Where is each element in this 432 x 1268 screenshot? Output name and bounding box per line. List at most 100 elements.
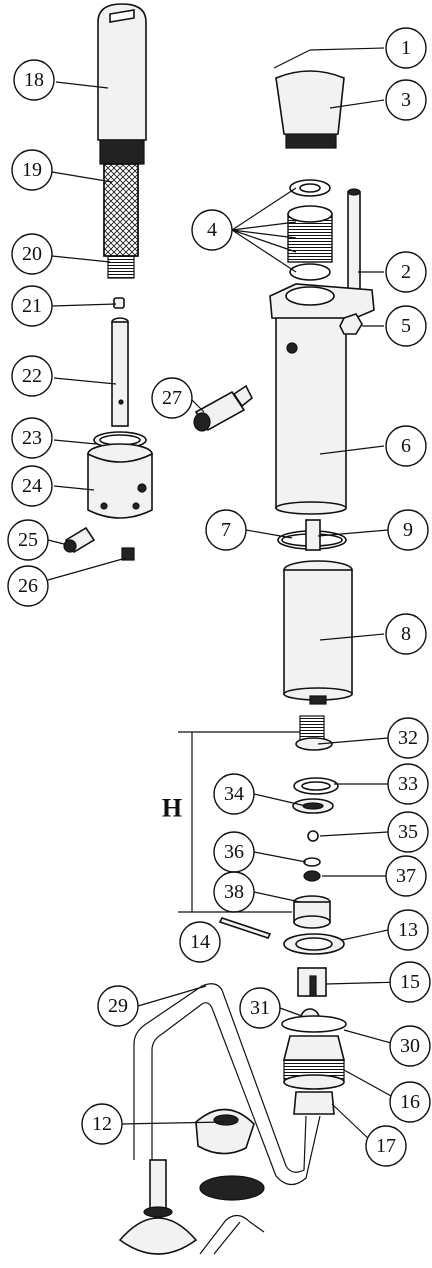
callout-17: 17 <box>365 1125 407 1167</box>
svg-text:9: 9 <box>403 519 413 541</box>
part-38 <box>293 895 331 929</box>
part-clip <box>199 1214 265 1255</box>
callout-23: 23 <box>11 417 53 459</box>
svg-text:12: 12 <box>92 1113 112 1135</box>
svg-text:37: 37 <box>396 865 416 887</box>
part-4-seals <box>287 179 333 281</box>
part-12-fitting <box>195 1108 255 1155</box>
callout-15: 15 <box>389 961 431 1003</box>
part-25-fitting <box>63 526 96 554</box>
part-1-pin <box>273 49 311 69</box>
callout-24: 24 <box>11 465 53 507</box>
part-21-screw <box>113 297 125 309</box>
callout-16: 16 <box>389 1081 431 1123</box>
svg-text:24: 24 <box>22 475 42 497</box>
callout-9: 9 <box>387 509 429 551</box>
svg-text:8: 8 <box>401 623 411 645</box>
callout-1: 1 <box>385 27 427 69</box>
part-6-cylinder <box>269 283 375 515</box>
callout-31: 31 <box>239 987 281 1029</box>
svg-text:30: 30 <box>400 1035 420 1057</box>
callout-19: 19 <box>11 149 53 191</box>
callout-32: 32 <box>387 717 429 759</box>
callout-12: 12 <box>81 1103 123 1145</box>
svg-text:19: 19 <box>22 159 42 181</box>
svg-text:15: 15 <box>400 971 420 993</box>
callout-36: 36 <box>213 831 255 873</box>
svg-text:7: 7 <box>221 519 231 541</box>
callout-30: 30 <box>389 1025 431 1067</box>
part-19-braided-hose <box>103 163 139 257</box>
svg-text:35: 35 <box>398 821 418 843</box>
svg-text:18: 18 <box>24 69 44 91</box>
callout-8: 8 <box>385 613 427 655</box>
part-36 <box>303 857 321 867</box>
svg-text:20: 20 <box>22 243 42 265</box>
part-26-set-screw <box>121 547 135 561</box>
part-3-cap <box>275 70 345 149</box>
part-27-fitting <box>193 384 254 432</box>
svg-text:33: 33 <box>398 773 418 795</box>
part-20-threaded-end <box>107 255 135 279</box>
part-29-tube <box>133 983 321 1186</box>
svg-text:1: 1 <box>401 37 411 59</box>
part-9-stem <box>305 519 321 551</box>
svg-text:23: 23 <box>22 427 42 449</box>
part-17-nut <box>293 1091 335 1115</box>
group-label-h: H <box>162 794 182 823</box>
callout-18: 18 <box>13 59 55 101</box>
callout-21: 21 <box>11 285 53 327</box>
callout-25: 25 <box>7 519 49 561</box>
part-24-block <box>87 443 153 519</box>
svg-text:38: 38 <box>224 881 244 903</box>
part-32 <box>295 715 333 751</box>
part-35-ball <box>307 830 319 842</box>
part-5-nut <box>339 313 363 335</box>
callout-20: 20 <box>11 233 53 275</box>
svg-text:31: 31 <box>250 997 270 1019</box>
svg-text:22: 22 <box>22 365 42 387</box>
part-14-pin <box>218 917 272 939</box>
part-8-lower-cylinder <box>283 560 353 705</box>
callout-38: 38 <box>213 871 255 913</box>
part-disc <box>199 1175 265 1201</box>
part-30-o-ring <box>281 1015 347 1033</box>
part-37 <box>303 870 321 882</box>
callout-6: 6 <box>385 425 427 467</box>
svg-text:27: 27 <box>162 387 182 409</box>
callout-35: 35 <box>387 811 429 853</box>
svg-text:21: 21 <box>22 295 42 317</box>
svg-text:4: 4 <box>207 219 217 241</box>
svg-text:17: 17 <box>376 1135 396 1157</box>
callout-37: 37 <box>385 855 427 897</box>
svg-text:2: 2 <box>401 261 411 283</box>
svg-text:32: 32 <box>398 727 418 749</box>
part-2-guide-rod <box>347 188 361 293</box>
callout-33: 33 <box>387 763 429 805</box>
part-22-rod <box>111 317 129 427</box>
callout-27: 27 <box>151 377 193 419</box>
callout-4: 4 <box>191 209 233 251</box>
part-foot-base <box>118 1159 198 1255</box>
callout-22: 22 <box>11 355 53 397</box>
part-13-ring <box>283 933 345 955</box>
svg-text:5: 5 <box>401 315 411 337</box>
part-34 <box>292 798 334 814</box>
callout-7: 7 <box>205 509 247 551</box>
callout-3: 3 <box>385 79 427 121</box>
svg-text:16: 16 <box>400 1091 420 1113</box>
svg-text:34: 34 <box>224 783 244 805</box>
svg-text:14: 14 <box>190 931 210 953</box>
svg-text:26: 26 <box>18 575 38 597</box>
leader-lines <box>47 47 403 1143</box>
callout-14: 14 <box>179 921 221 963</box>
callout-2: 2 <box>385 251 427 293</box>
callout-29: 29 <box>97 985 139 1027</box>
part-18-handle <box>97 3 147 165</box>
svg-text:3: 3 <box>401 89 411 111</box>
callout-26: 26 <box>7 565 49 607</box>
callout-34: 34 <box>213 773 255 815</box>
svg-text:29: 29 <box>108 995 128 1017</box>
part-33 <box>293 777 339 795</box>
